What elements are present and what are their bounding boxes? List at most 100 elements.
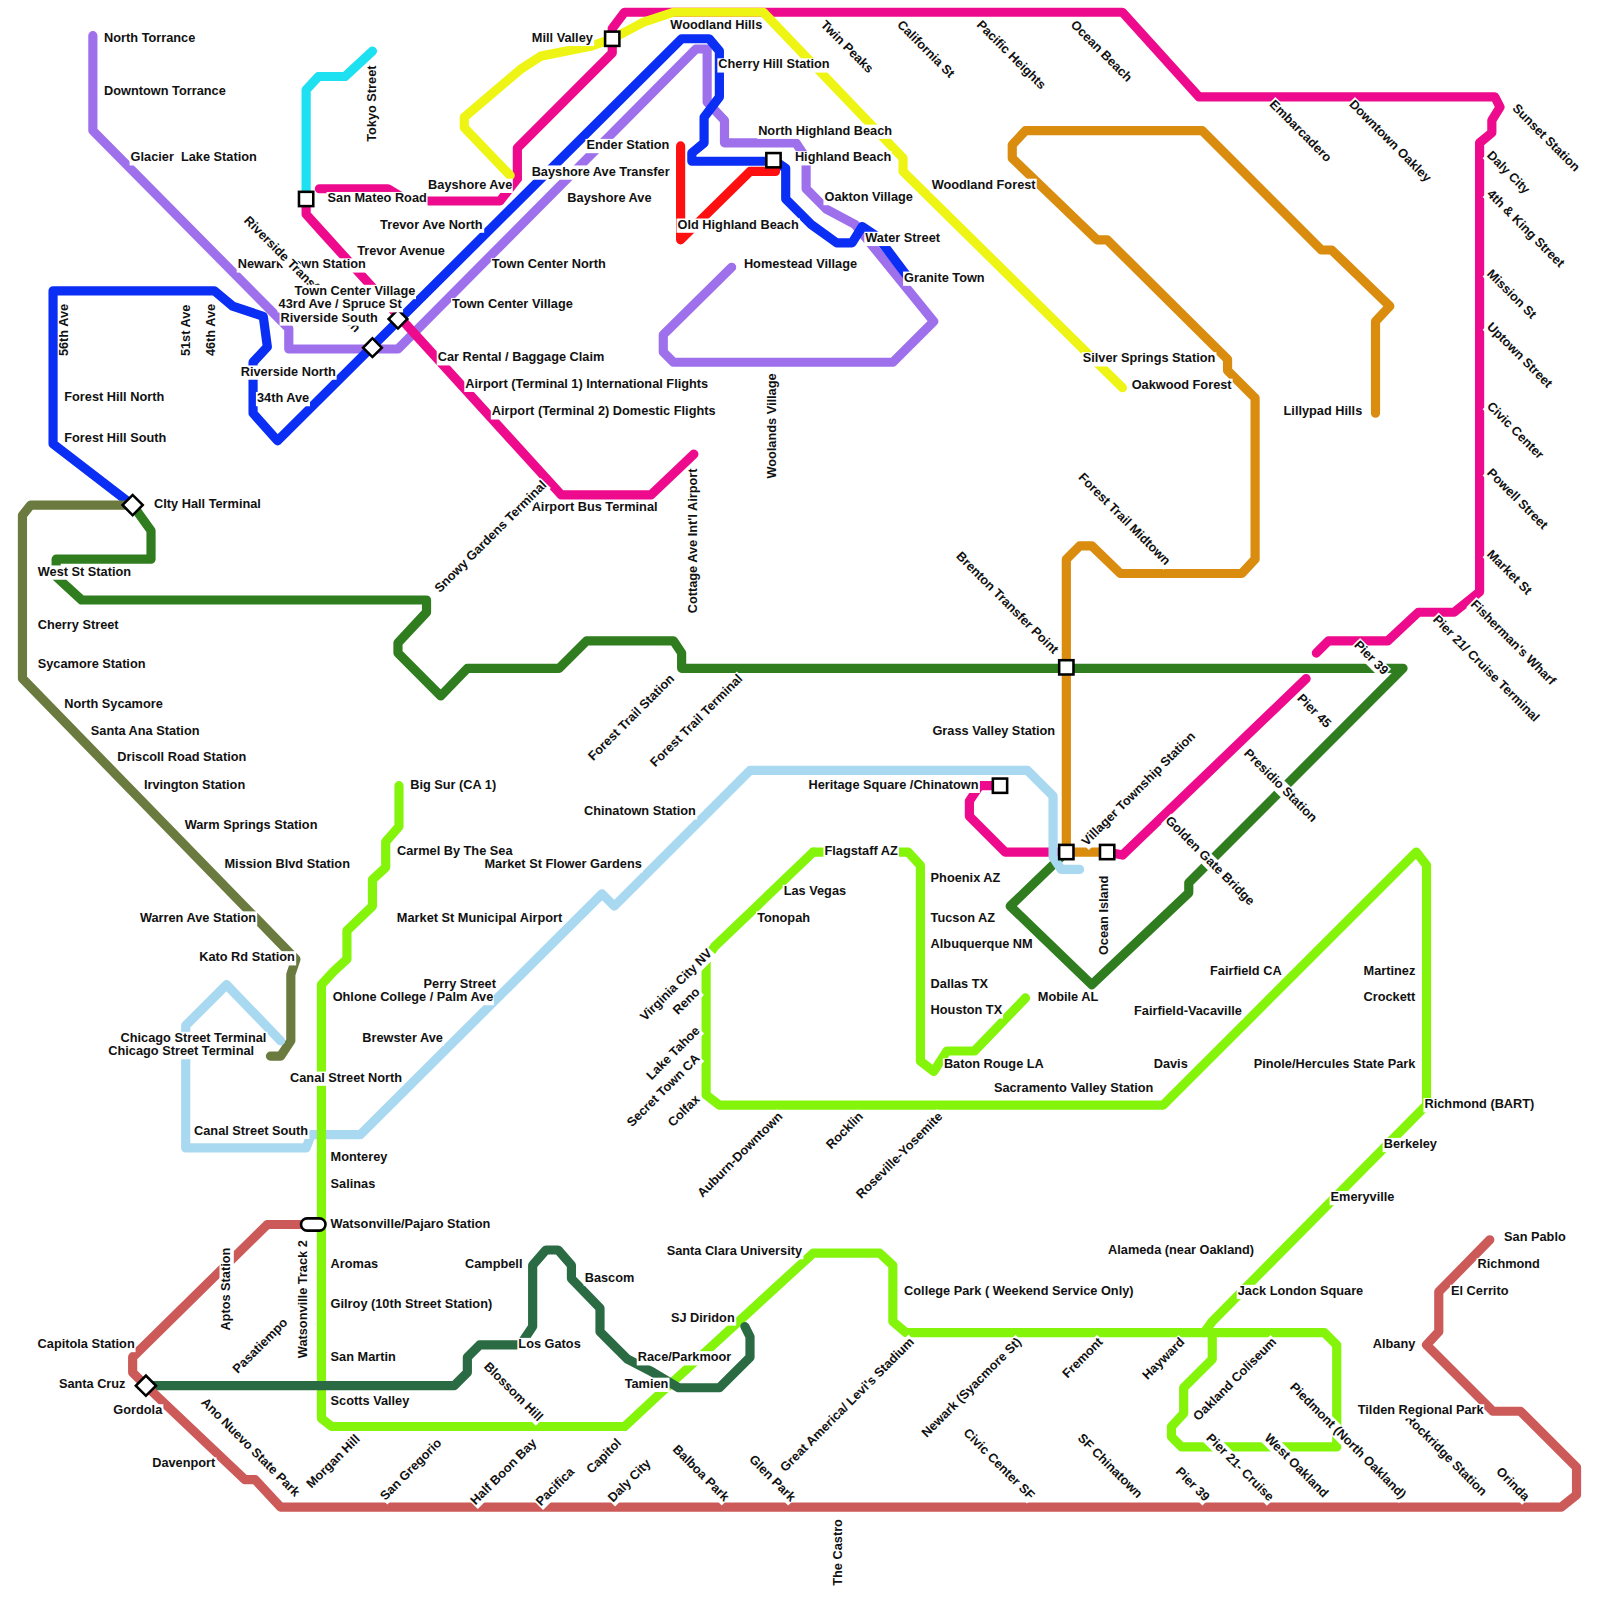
station-label: Crockett (1363, 991, 1417, 1005)
station-label: Grass Valley Station (931, 725, 1056, 739)
station-label: Forest Hill South (63, 432, 167, 446)
station-label: Oakland Coliseum (1190, 1335, 1280, 1425)
station-label: Glacier Lake Station (130, 151, 258, 165)
station-label: Rockridge Station (1401, 1411, 1490, 1500)
station-label: Big Sur (CA 1) (409, 779, 497, 793)
station-label: Richmond (1477, 1258, 1541, 1272)
station-label: Monterey (330, 1151, 389, 1165)
station-label: Bayshore Ave Transfer (531, 165, 671, 179)
station-label: Ocean Island (1098, 875, 1112, 956)
station-label: Tokyo Street (365, 64, 379, 142)
station-label: Colfax (665, 1092, 704, 1131)
station-label: Ender Station (585, 139, 670, 153)
station-label: SF Chinatown (1074, 1431, 1145, 1502)
station-label: Water Street (864, 232, 941, 246)
station-label: Silver Springs Station (1082, 352, 1217, 366)
station-label: Warren Ave Station (139, 911, 257, 925)
station-label: Blossom Hill (480, 1359, 546, 1425)
station-label: Houston TX (930, 1004, 1004, 1018)
station-label: Albany (1372, 1338, 1417, 1352)
station-label: Pier 39 (1172, 1464, 1213, 1505)
station-label: California St (893, 17, 957, 81)
station-label: Bascom (584, 1272, 636, 1286)
station-label: Mission Blvd Station (223, 858, 350, 872)
station-label: North Sycamore (63, 698, 164, 712)
station-label: Capitola Station (37, 1338, 136, 1352)
station-label: West St Station (37, 565, 132, 579)
station-label: Forest Hill North (63, 391, 165, 405)
station-label: Race/Parkmoor (637, 1351, 733, 1365)
station-label: Market St Municipal Airport (396, 911, 563, 925)
station-label: Pier 45 (1293, 691, 1334, 732)
station-label: Car Rental / Baggage Claim (437, 351, 606, 365)
station-label: Gilroy (10th Street Station) (330, 1298, 494, 1312)
station-label: Woolands Village (765, 372, 779, 479)
station-label: Campbell (464, 1258, 523, 1272)
station-label: Fisherman's Wharf (1466, 597, 1558, 689)
station-label: Forest Trail Midtown (1074, 470, 1173, 569)
station-label: Market St Flower Gardens (483, 858, 642, 872)
station-label: The Castro (832, 1518, 846, 1587)
station-label: Emeryville (1330, 1191, 1396, 1205)
station-label: Town Center Village (451, 298, 574, 312)
station-label: Oakton Village (823, 191, 913, 205)
station-label: Town Center North (491, 258, 607, 272)
station-label: Trevor Avenue (356, 245, 446, 259)
station-label: Auburn-Downtown (695, 1109, 787, 1201)
station-label: Orinda (1492, 1464, 1532, 1504)
station-label: Las Vegas (783, 885, 847, 899)
station-label: Santa Cruz (58, 1378, 127, 1392)
station-label: Downtown Oakley (1345, 97, 1434, 186)
station-label: Mill Valley (531, 32, 594, 46)
station-label: Albuquerque NM (930, 938, 1034, 952)
station-label: North Torrance (103, 32, 196, 46)
station-label: Tamien (624, 1378, 670, 1392)
station-label: 51st Ave (180, 304, 194, 358)
station-label: Flagstaff AZ (823, 845, 898, 859)
station-label: Woodland Hills (669, 18, 763, 32)
station-label: Riverside South (280, 311, 379, 325)
station-label: Tilden Regional Park (1357, 1404, 1485, 1418)
station-label: Riverside North (240, 365, 337, 379)
station-label: Airport (Terminal 1) International Fligh… (464, 378, 709, 392)
station-label: Berkeley (1383, 1138, 1438, 1152)
station-label: Rocklin (823, 1109, 867, 1153)
station-label: Watsonville/Pajaro Station (330, 1217, 492, 1231)
station-label: 34th Ave (256, 392, 310, 406)
station-label: Sacramento Valley Station (993, 1082, 1155, 1096)
station-label: Davis (1153, 1058, 1189, 1072)
station-label: Pier 21/ Cruise Terminal (1429, 612, 1542, 725)
station-label: College Park ( Weekend Service Only) (903, 1285, 1135, 1299)
station-label: Hayward (1140, 1335, 1189, 1384)
station-label: Cherry Street (37, 618, 120, 632)
station-label: Mobile AL (1037, 991, 1100, 1005)
station-label: Cottage Ave Int'l Airport (687, 467, 701, 614)
station-label: 56th Ave (58, 303, 72, 357)
station-label: Downtown Torrance (103, 85, 227, 99)
station-label: Capitol (583, 1436, 625, 1478)
station-label: Richmond (BART) (1423, 1098, 1535, 1112)
station-label: Airport (Terminal 2) Domestic Flights (491, 405, 717, 419)
station-label: Irvington Station (143, 779, 246, 793)
station-label: Alameda (near Oakland) (1107, 1244, 1255, 1258)
station-label: Fairfield CA (1209, 964, 1283, 978)
station-label: North Highland Beach (757, 125, 893, 139)
station-label: Canal Street North (289, 1072, 403, 1086)
station-label: Driscoll Road Station (116, 751, 247, 765)
station-label: Morgan Hill (304, 1432, 364, 1492)
station-label: San Martin (330, 1351, 397, 1365)
station-label: Fremont (1060, 1335, 1107, 1382)
station-label: Bayshore Ave (566, 192, 652, 206)
station-label: Newark (Syacmore St) (919, 1335, 1026, 1442)
station-label: Uptown Street (1483, 320, 1556, 393)
station-label: Chicago Street Terminal (107, 1045, 255, 1059)
station-label: Town Center Village (294, 285, 417, 299)
station-label: Oakwood Forest (1131, 379, 1233, 393)
station-label: Ocean Beach (1066, 17, 1135, 86)
station-label: Baton Rouge LA (943, 1058, 1045, 1072)
station-label: Phoenix AZ (930, 872, 1002, 886)
station-label: Heritage Square /Chinatown (807, 779, 979, 793)
station-label: Tucson AZ (930, 911, 997, 925)
station-label: Pinole/Hercules State Park (1253, 1058, 1417, 1072)
station-label: Fairfield-Vacaville (1133, 1005, 1243, 1019)
